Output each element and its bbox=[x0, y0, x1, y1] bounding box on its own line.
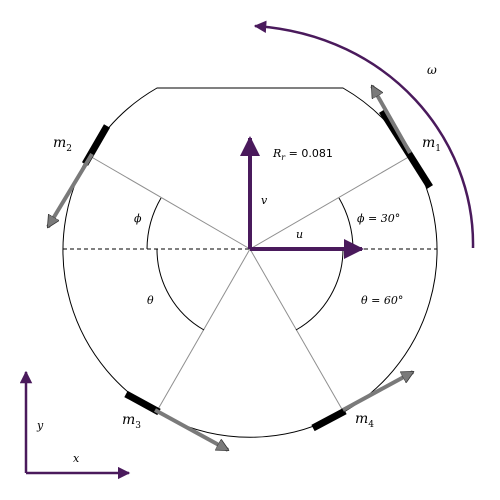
theta-arc-left bbox=[156, 248, 205, 331]
frame-x-label: x bbox=[73, 452, 80, 465]
wheel-label-m3: m3 bbox=[122, 412, 141, 431]
wheel-label-m2: m2 bbox=[53, 135, 72, 154]
wheel-label-m1: m1 bbox=[422, 135, 441, 154]
wheel-velocity-arrow-m1 bbox=[370, 86, 412, 154]
theta-label-right: θ = 60° bbox=[361, 294, 403, 307]
wheel-m4 bbox=[311, 407, 347, 432]
phi-label-left: ϕ bbox=[134, 212, 142, 225]
rr-label: Rr = 0.081 bbox=[272, 147, 333, 162]
phi-label-right: ϕ = 30° bbox=[357, 212, 400, 225]
radius-line-m1 bbox=[249, 154, 413, 250]
robot-body-outline bbox=[62, 87, 438, 438]
theta-arc-right bbox=[295, 248, 344, 331]
frame-y-label: y bbox=[36, 419, 44, 432]
theta-label-left: θ bbox=[147, 294, 154, 307]
wheel-velocity-arrow-m4 bbox=[342, 370, 413, 412]
wheel-velocity-arrow-m3 bbox=[154, 408, 228, 452]
v-label: v bbox=[261, 194, 268, 207]
phi-arc-left bbox=[146, 197, 162, 250]
omega-rotation-arrow bbox=[253, 20, 475, 249]
phi-arc-right bbox=[338, 197, 354, 250]
wheel-m3 bbox=[124, 390, 161, 416]
wheel-velocity-arrow-m2 bbox=[46, 152, 94, 227]
u-label: u bbox=[296, 228, 303, 241]
omega-label: ω bbox=[427, 63, 437, 77]
radius-line-m2 bbox=[87, 154, 251, 250]
wheel-label-m4: m4 bbox=[355, 411, 374, 430]
